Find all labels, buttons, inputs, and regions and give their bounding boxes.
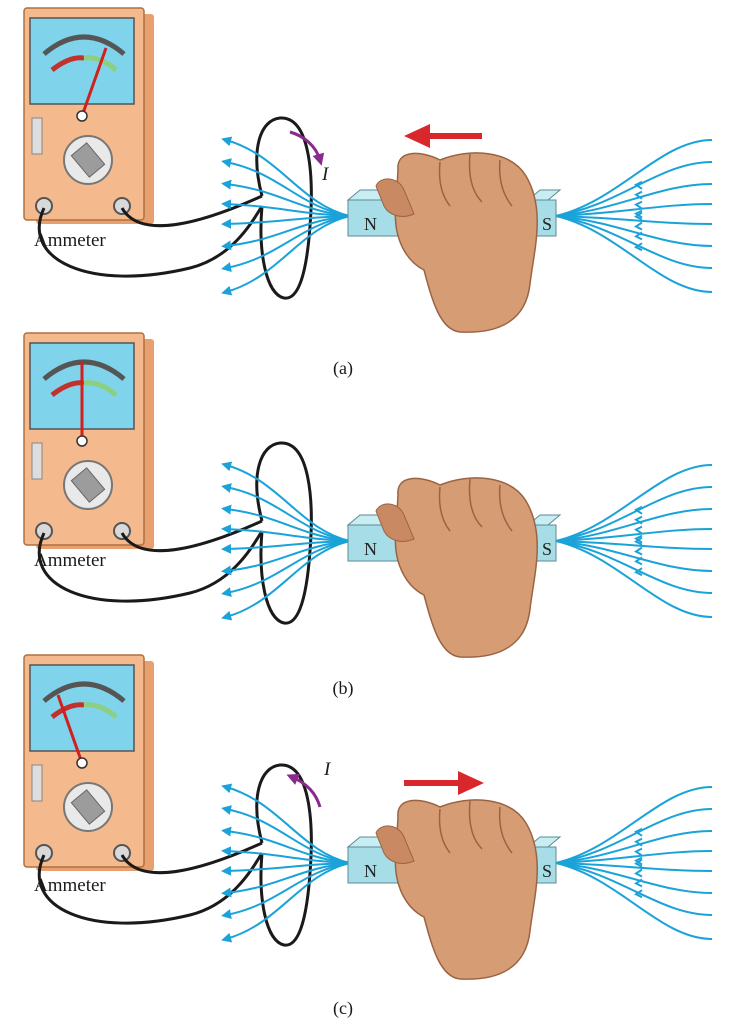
hand [376,800,537,979]
field-line-arrowhead [636,527,642,534]
field-line-left [226,487,350,541]
meter-scale-strip [32,765,42,801]
field-line-left [226,863,350,939]
pole-label-s: S [542,214,552,234]
terminal-right [114,198,130,214]
hand [376,153,537,332]
pole-label-s: S [542,539,552,559]
pole-label-n: N [364,539,377,559]
field-line-arrowhead [636,202,642,209]
ammeter-screen [30,18,134,104]
panel-c-drawing: NS [0,647,734,977]
needle-pivot [77,111,87,121]
field-line-left [226,809,350,863]
field-line-left [226,216,350,292]
ammeter-label: Ammeter [34,550,106,572]
hand [376,478,537,657]
panel-b: NS Ammeter [0,325,734,655]
pole-label-s: S [542,861,552,881]
hand-fist [395,800,537,979]
field-line-right [556,541,712,617]
field-line-arrowhead [636,223,642,230]
ammeter [24,333,154,549]
field-line-arrowhead [636,849,642,856]
meter-scale-strip [32,118,42,154]
terminal-right [114,523,130,539]
pole-label-n: N [364,214,377,234]
field-line-arrowhead [636,870,642,877]
field-line-left [226,162,350,216]
field-line-left [226,541,350,617]
ammeter [24,655,154,871]
ammeter [24,8,154,224]
field-line-right [556,863,712,939]
current-label: I [324,759,330,781]
needle-pivot [77,436,87,446]
panel-b-drawing: NS [0,325,734,655]
needle-pivot [77,758,87,768]
hand-fist [395,153,537,332]
caption-c: (c) [313,998,373,1019]
current-label: I [322,164,328,186]
field-line-arrowhead [636,548,642,555]
ammeter-screen [30,665,134,751]
meter-scale-strip [32,443,42,479]
pole-label-n: N [364,861,377,881]
motion-arrow-head [404,124,430,148]
ammeter-label: Ammeter [34,230,106,252]
motion-arrow-head [458,771,484,795]
hand-fist [395,478,537,657]
terminal-right [114,845,130,861]
ammeter-label: Ammeter [34,875,106,897]
field-line-right [556,216,712,292]
